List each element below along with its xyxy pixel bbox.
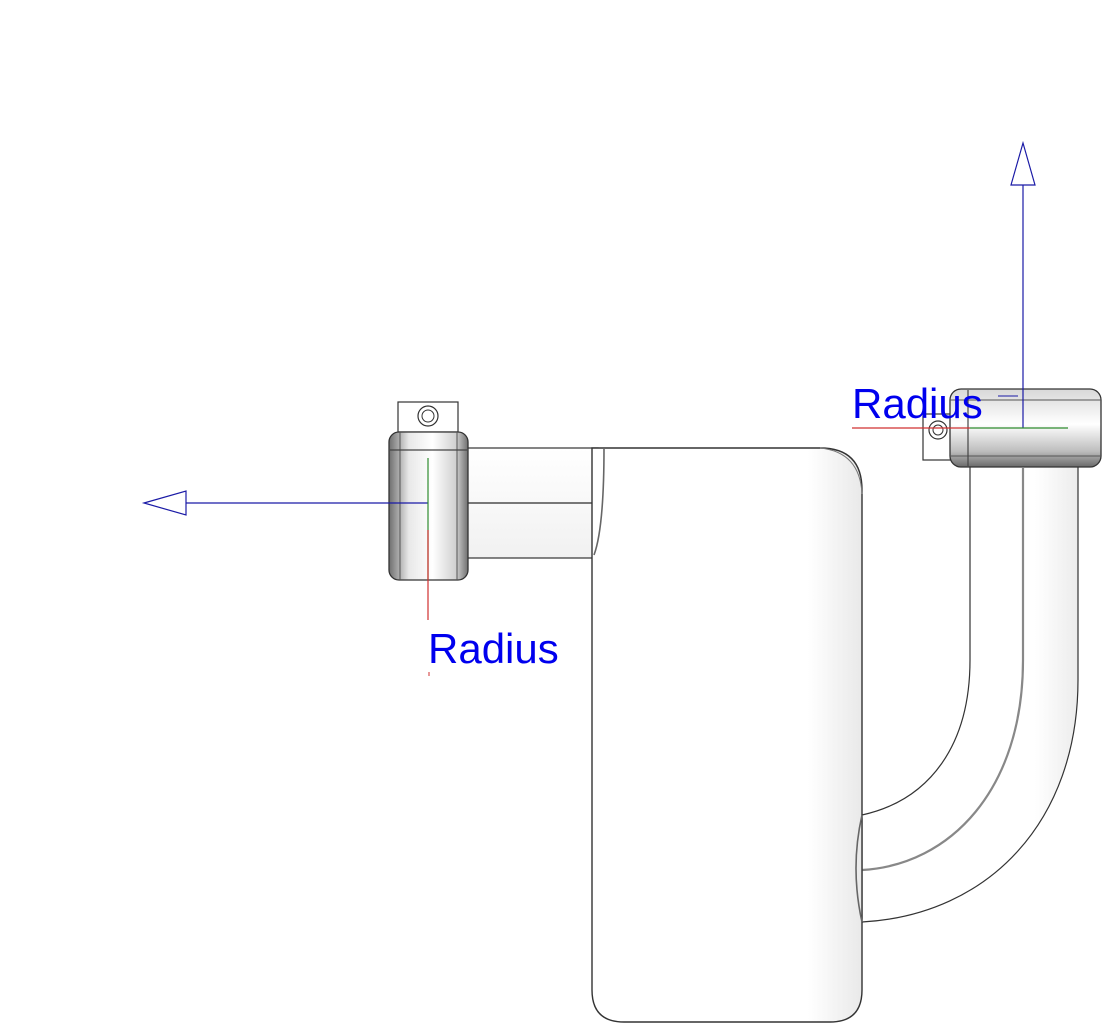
right-axis-arrowhead-icon — [1010, 140, 1036, 186]
right-axis-triad — [852, 140, 1068, 429]
left-axis-arrowhead-icon — [141, 490, 187, 516]
left-axis-triad — [141, 458, 430, 676]
left-radius-label: Radius — [428, 625, 559, 672]
left-inlet-pipe — [465, 447, 599, 559]
right-radius-label: Radius — [852, 380, 983, 427]
right-elbow-pipe — [861, 459, 1079, 923]
main-body — [591, 447, 863, 1023]
